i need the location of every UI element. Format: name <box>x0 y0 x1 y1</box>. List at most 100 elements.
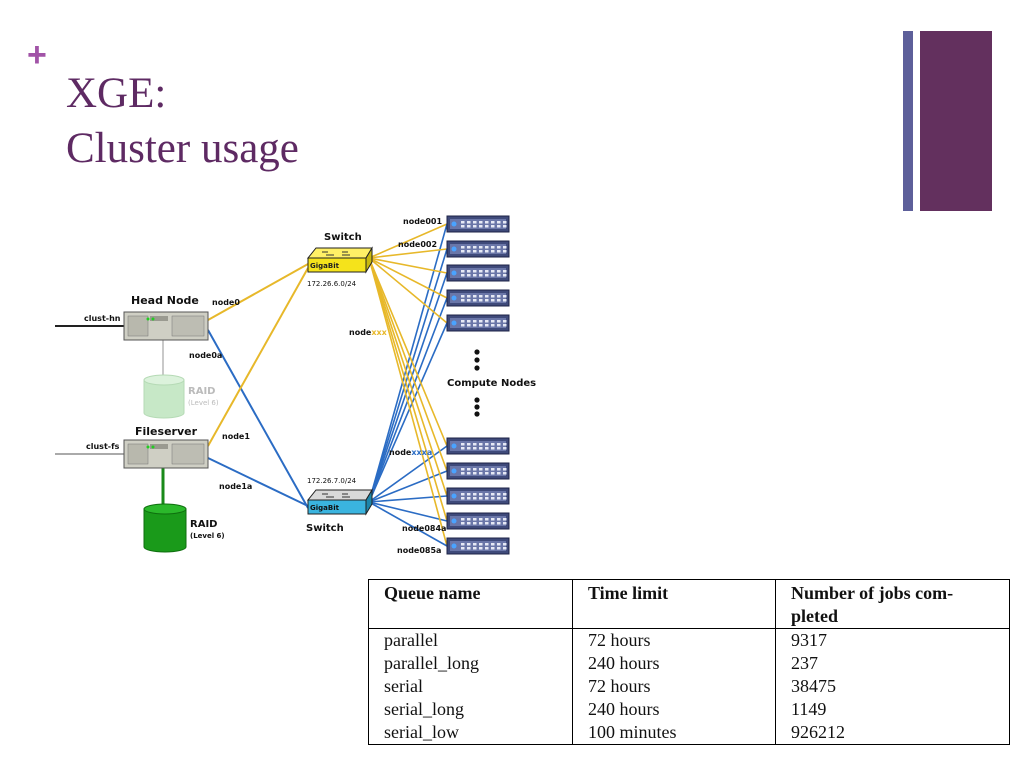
compute-node-icon <box>446 264 510 282</box>
link-yellow-compute <box>368 248 448 259</box>
link-yellow-compute <box>368 257 448 447</box>
cell-time: 100 minutes <box>572 721 776 745</box>
cell-jobs: 9317 <box>775 628 1010 652</box>
switch-bottom-icon <box>306 488 373 516</box>
table-header-row: Queue name Time limit Number of jobs com… <box>368 579 1010 629</box>
node084a-label: node084a <box>402 524 446 533</box>
link-yellow-compute <box>368 257 448 274</box>
raid-fs-level: (Level 6) <box>190 532 225 540</box>
raid-head-icon <box>143 374 185 419</box>
compute-node-icon <box>446 512 510 530</box>
cell-time: 72 hours <box>572 675 776 698</box>
link-blue-compute <box>368 501 448 547</box>
compute-node-icon <box>446 215 510 233</box>
header-jobs-line-1: Number of jobs com- <box>791 583 954 603</box>
compute-node-icon <box>446 537 510 555</box>
cell-queue: parallel <box>368 628 573 652</box>
link-yellow-compute <box>368 257 448 497</box>
nodexxx-label: nodexxx <box>349 328 388 337</box>
switch-bottom-brand: GigaBit <box>310 504 340 512</box>
node1-label: node1 <box>222 432 250 441</box>
ellipsis-dot <box>474 411 480 417</box>
compute-nodes-title: Compute Nodes <box>447 378 536 389</box>
cell-queue: serial_low <box>368 721 573 745</box>
compute-node-icon <box>446 487 510 505</box>
ellipsis-dot <box>474 357 480 363</box>
raid-head-level: (Level 6) <box>188 399 219 407</box>
header-queue-name: Queue name <box>368 579 573 629</box>
node0-label: node0 <box>212 298 240 307</box>
compute-node-icon <box>446 240 510 258</box>
nodexxxa-label: nodexxxa <box>389 448 432 457</box>
switch-top-subnet: 172.26.6.0/24 <box>307 280 357 288</box>
cell-jobs: 38475 <box>775 675 1010 698</box>
cell-jobs: 1149 <box>775 698 1010 721</box>
header-time-limit: Time limit <box>572 579 776 629</box>
compute-node-icon <box>446 289 510 307</box>
switch-bottom-subnet: 172.26.7.0/24 <box>307 477 357 485</box>
table-row: serial 72 hours 38475 <box>368 675 1010 698</box>
switch-top-label: Switch <box>324 232 362 243</box>
compute-nodes-group <box>446 215 510 555</box>
node1a-label: node1a <box>219 482 252 491</box>
node0a-label: node0a <box>189 351 222 360</box>
table-row: parallel 72 hours 9317 <box>368 628 1010 652</box>
cell-queue: parallel_long <box>368 652 573 675</box>
raid-fs-title: RAID <box>190 519 217 530</box>
network-links <box>207 223 448 547</box>
header-jobs-completed: Number of jobs com- pleted <box>775 579 1010 629</box>
cell-jobs: 926212 <box>775 721 1010 745</box>
node085a-label: node085a <box>397 546 441 555</box>
bullet-plus: + <box>27 36 47 74</box>
cell-time: 240 hours <box>572 698 776 721</box>
raid-head-title: RAID <box>188 386 215 397</box>
decorative-bar-thin <box>903 31 913 211</box>
node001-label: node001 <box>403 217 442 226</box>
header-jobs-line-2: pleted <box>791 606 838 626</box>
decorative-bar-thick <box>920 31 992 211</box>
link-node1 <box>207 267 309 447</box>
link-yellow-compute <box>368 257 448 472</box>
link-node1a <box>207 457 309 507</box>
link-blue-compute <box>368 322 448 503</box>
link-yellow-compute <box>368 223 448 259</box>
link-yellow-compute <box>368 257 448 299</box>
ellipsis-dot <box>474 365 480 371</box>
ellipsis-dot <box>474 397 480 403</box>
link-yellow-compute <box>368 257 448 324</box>
clust-fs-label: clust-fs <box>86 442 120 451</box>
compute-node-icon <box>446 462 510 480</box>
switch-bottom-label: Switch <box>306 523 344 534</box>
head-node-title: Head Node <box>131 294 199 307</box>
slide-title: XGE: Cluster usage <box>66 66 299 176</box>
head-node-server-icon <box>123 311 209 341</box>
compute-node-icon <box>446 437 510 455</box>
cell-queue: serial <box>368 675 573 698</box>
cell-time: 72 hours <box>572 628 776 652</box>
title-line-1: XGE: <box>66 70 167 117</box>
compute-node-icon <box>446 314 510 332</box>
cell-queue: serial_long <box>368 698 573 721</box>
table-row: serial_long 240 hours 1149 <box>368 698 1010 721</box>
queue-usage-table: Queue name Time limit Number of jobs com… <box>368 579 1010 745</box>
ellipsis-dot <box>474 349 480 355</box>
clust-hn-label: clust-hn <box>84 314 121 323</box>
title-line-2: Cluster usage <box>66 125 299 172</box>
ellipsis-dot <box>474 404 480 410</box>
cell-time: 240 hours <box>572 652 776 675</box>
link-yellow-compute <box>368 257 448 522</box>
fileserver-title: Fileserver <box>135 425 198 438</box>
cluster-network-diagram: clust-hn clust-fs Head Node node0 node0a… <box>55 215 536 555</box>
link-blue-compute <box>368 501 448 522</box>
table-row: serial_low 100 minutes 926212 <box>368 721 1010 745</box>
link-node0a <box>207 329 309 509</box>
switch-top-brand: GigaBit <box>310 262 340 270</box>
switch-top-icon <box>306 246 373 274</box>
raid-fileserver-icon <box>143 503 187 553</box>
link-node0 <box>207 263 309 321</box>
fileserver-icon <box>123 439 209 469</box>
link-yellow-compute <box>368 257 448 547</box>
table-row: parallel_long 240 hours 237 <box>368 652 1010 675</box>
node002-label: node002 <box>398 240 437 249</box>
cell-jobs: 237 <box>775 652 1010 675</box>
